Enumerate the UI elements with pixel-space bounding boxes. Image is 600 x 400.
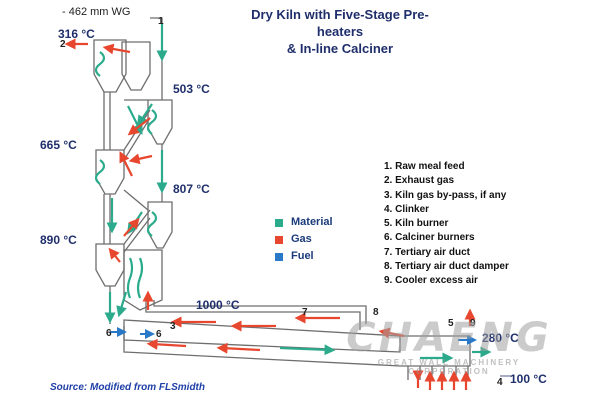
source-caption: Source: Modified from FLSmidth (50, 382, 205, 393)
legend-item: 8. Tertiary air duct damper (384, 261, 509, 273)
cyclone-stage-5 (95, 243, 125, 287)
kiln-ducts (123, 300, 471, 380)
clinker-cooler (400, 335, 471, 367)
fuel-swatch (275, 252, 283, 261)
pressure-label: - 462 mm WG (62, 6, 131, 18)
point-5: 5 (448, 318, 454, 329)
numbered-legend: 1. Raw meal feed 2. Exhaust gas 3. Kiln … (384, 160, 509, 289)
key-material-label: Material (291, 216, 333, 228)
key-material: Material (275, 214, 333, 231)
temp-890: 890 °C (40, 233, 77, 247)
point-6b: 6 (156, 329, 162, 340)
key-gas: Gas (275, 231, 333, 248)
legend-item: 6. Calciner burners (384, 232, 475, 244)
tertiary-air-duct (145, 300, 361, 330)
cyclone-stage-1a (93, 39, 127, 93)
legend-item: 7. Tertiary air duct (384, 246, 470, 258)
cyclone-tower (93, 17, 173, 324)
point-4: 4 (497, 377, 503, 388)
rotary-kiln (123, 319, 401, 353)
temp-1000: 1000 °C (196, 298, 240, 312)
key-fuel-label: Fuel (291, 250, 314, 262)
gas-flow-arrows (64, 38, 476, 390)
legend-item: 4. Clinker (384, 203, 430, 215)
title-line-1: Dry Kiln with Five-Stage Pre-heaters (251, 7, 429, 39)
temp-503: 503 °C (173, 82, 210, 96)
temp-316: 316 °C (58, 27, 95, 41)
gas-swatch (275, 235, 283, 244)
point-3: 3 (170, 321, 176, 332)
legend-item: 3. Kiln gas by-pass, if any (384, 189, 507, 201)
legend-item: 9. Cooler excess air (384, 275, 478, 287)
point-1: 1 (158, 16, 164, 27)
calciner (123, 249, 163, 311)
legend-item: 1. Raw meal feed (384, 161, 465, 172)
temp-100: 100 °C (510, 372, 547, 386)
temp-807: 807 °C (173, 182, 210, 196)
point-8: 8 (373, 307, 379, 318)
material-flow-arrows (94, 24, 492, 364)
diagram-title: Dry Kiln with Five-Stage Pre-heaters & I… (230, 6, 450, 57)
point-9: 9 (470, 318, 476, 329)
key-gas-label: Gas (291, 233, 312, 245)
temp-280: 280 °C (482, 331, 519, 345)
legend-item: 2. Exhaust gas (384, 175, 455, 187)
point-6: 6 (106, 328, 112, 339)
cyclone-stage-1b (121, 41, 151, 91)
temp-665: 665 °C (40, 138, 77, 152)
point-7: 7 (302, 307, 308, 318)
title-line-2: & In-line Calciner (286, 41, 394, 56)
fuel-flow-arrows (110, 327, 477, 345)
key-fuel: Fuel (275, 248, 333, 265)
point-2: 2 (60, 39, 66, 50)
flow-key: Material Gas Fuel (275, 214, 333, 265)
legend-item: 5. Kiln burner (384, 218, 449, 230)
material-swatch (275, 218, 283, 227)
